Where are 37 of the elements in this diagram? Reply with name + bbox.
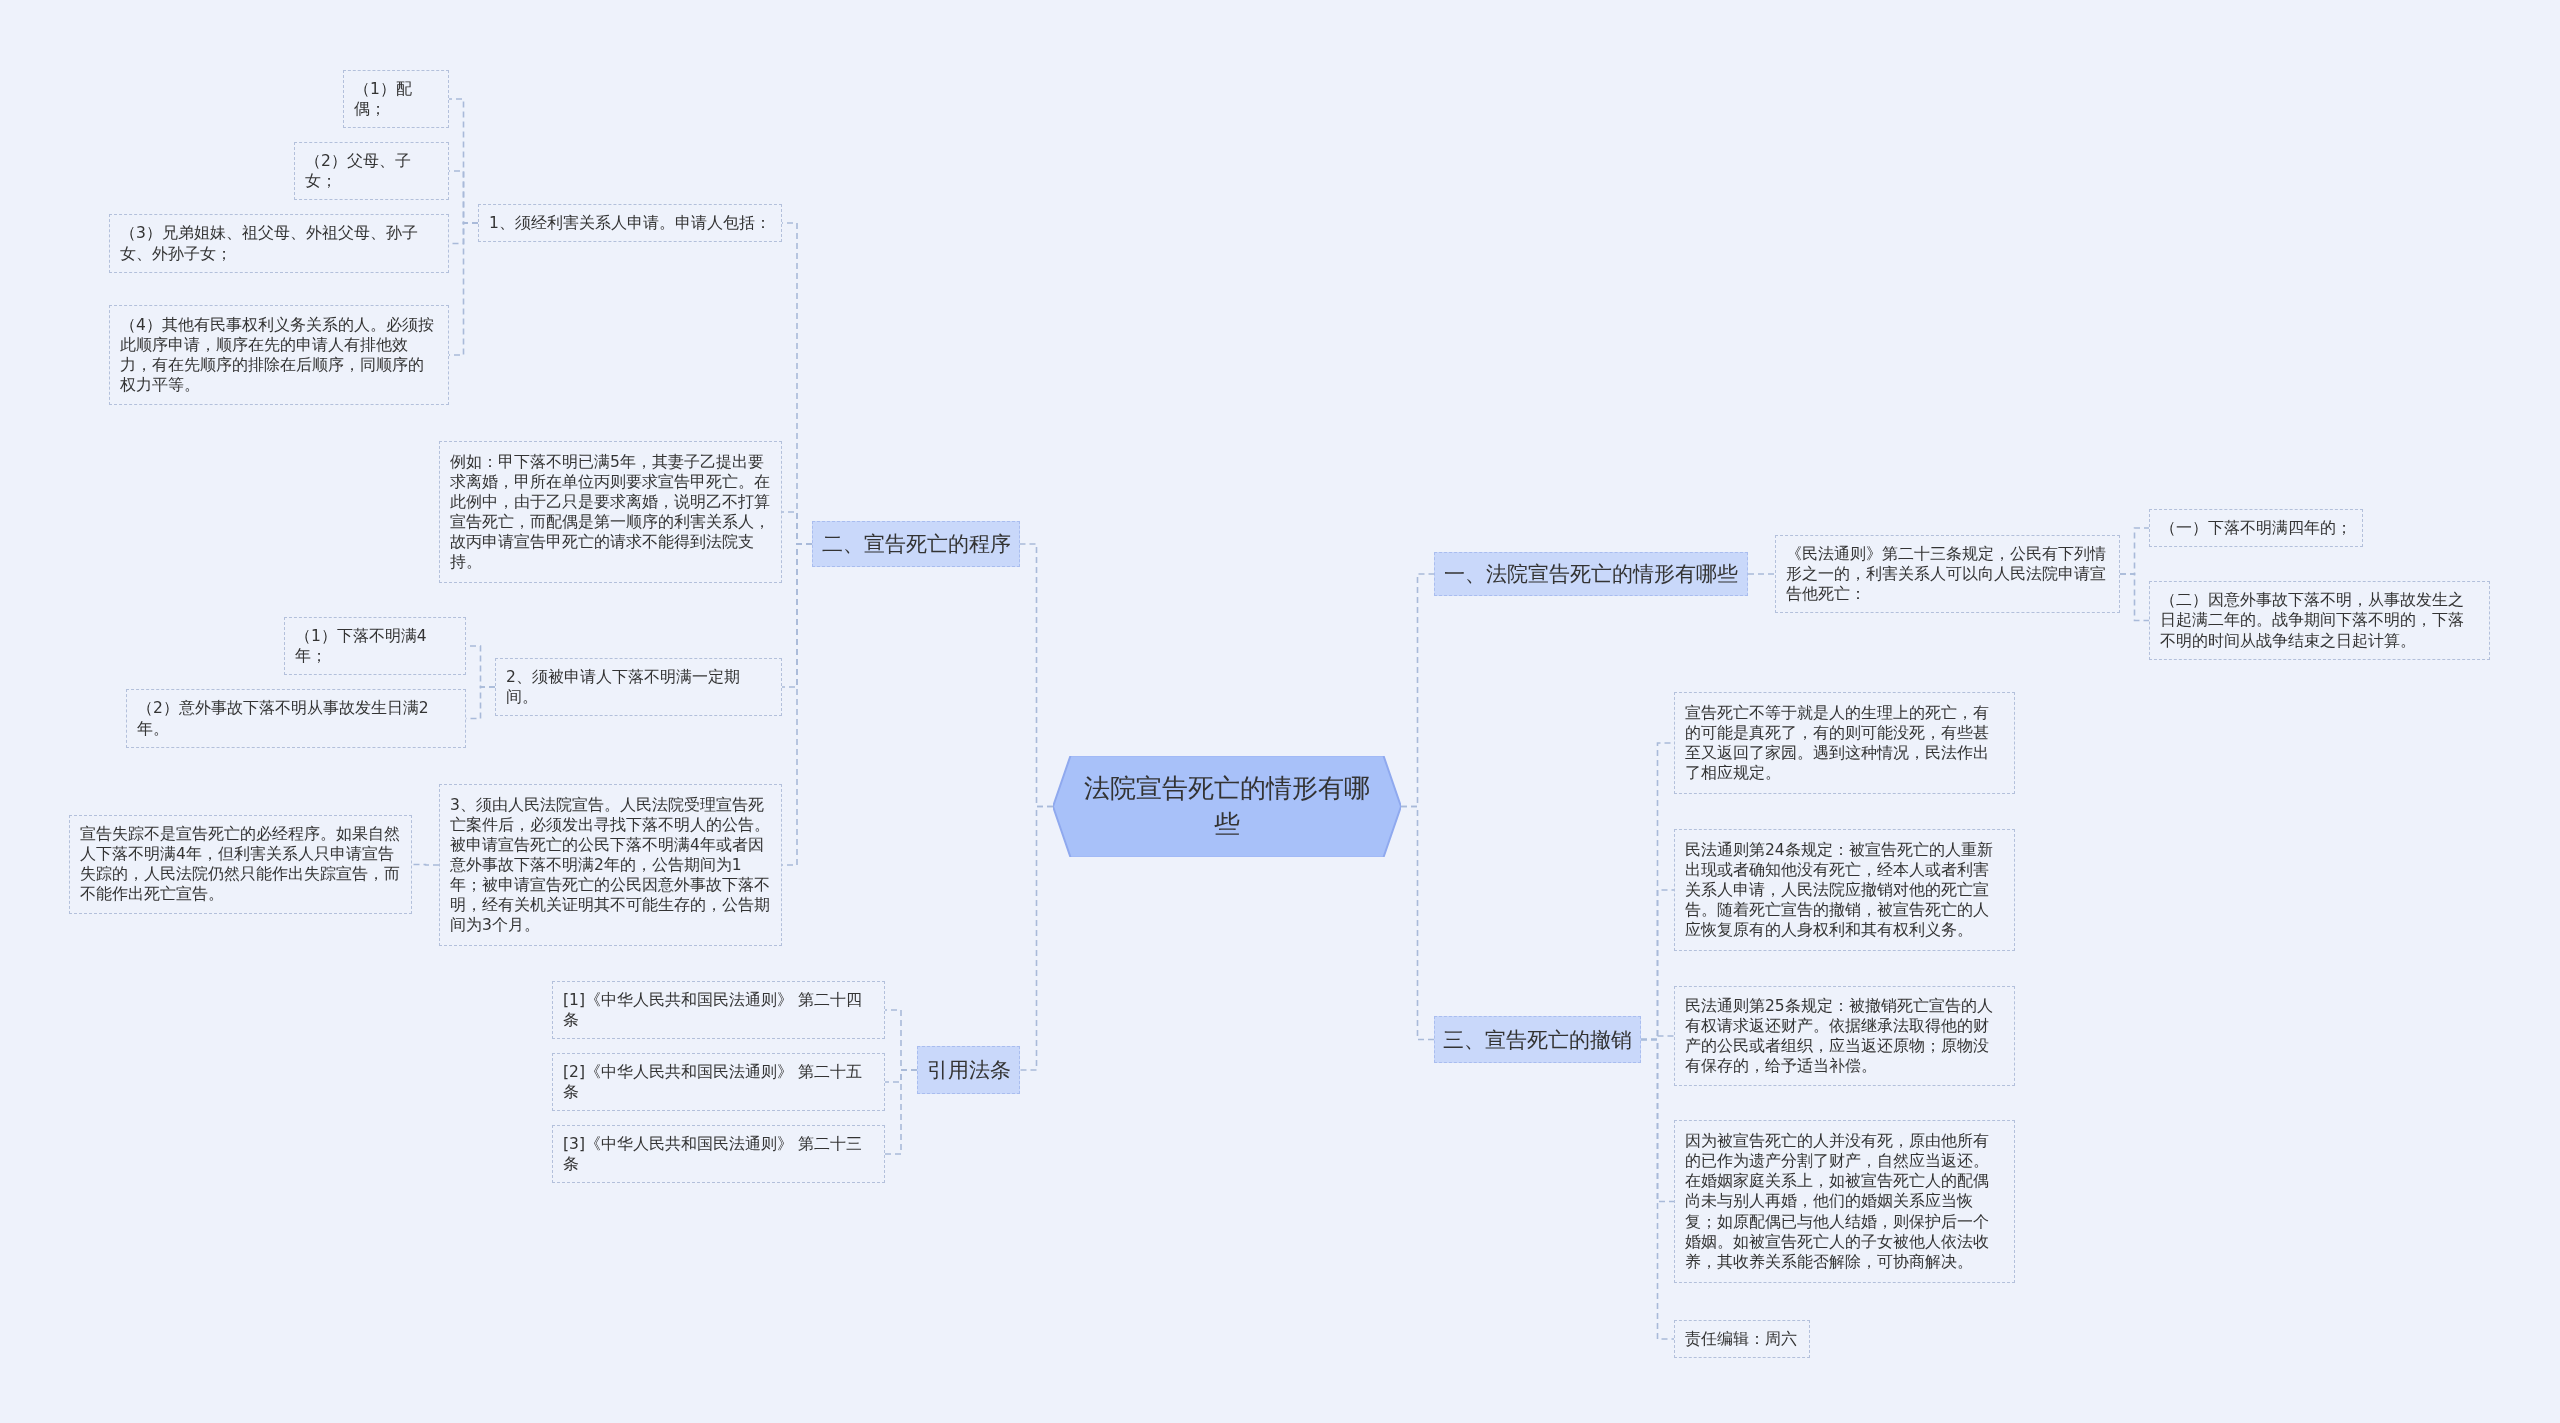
connector-line — [1400, 805, 1435, 1041]
connector-line — [448, 222, 479, 356]
subtopic-box: 因为被宣告死亡的人并没有死，原由他所有的已作为遗产分割了财产，自然应当返还。在婚姻家庭关系上，如被宣告死亡人的配偶尚未与别人再婚，他们的婚姻关系应当恢复；如原配偶已与他人结婚，则保护后一个婚姻。如被宣告死亡人的子女被他人依法收养，其收养关系能否解除，可协商解决。 — [1674, 1120, 2015, 1283]
subtopic-box: 例如：甲下落不明已满5年，其妻子乙提出要求离婚，甲所在单位丙则要求宣告甲死亡。在此例中，由于乙只是要求离婚，说明乙不打算宣告死亡，而配偶是第一顺序的利害关系人，故丙申请宣告甲死亡的请求不能得到法院支持。 — [439, 441, 782, 583]
connector-line — [1747, 573, 1776, 575]
subtopic-box: 宣告死亡不等于就是人的生理上的死亡，有的可能是真死了，有的则可能没死，有些甚至又返回了家园。遇到这种情况，民法作出了相应规定。 — [1674, 692, 2015, 794]
connector-line — [465, 686, 496, 720]
subtopic-box: （2）父母、子女； — [294, 142, 449, 201]
subtopic-box: 3、须由人民法院宣告。人民法院受理宣告死亡案件后，必须发出寻找下落不明人的公告。被申请宣告死亡的公民下落不明满4年或者因意外事故下落不明满2年的，公告期间为1年；被申请宣告死亡的公民因意外事故下落不明，经有关机关证明其不可能生存的，公告期间为3个月。 — [439, 784, 782, 946]
subtopic-box: [1]《中华人民共和国民法通则》 第二十四条 — [552, 981, 885, 1040]
connector-line — [1019, 805, 1054, 1071]
subtopic-box: 宣告失踪不是宣告死亡的必经程序。如果自然人下落不明满4年，但利害关系人只申请宣告失踪的，人民法院仍然只能作出失踪宣告，而不能作出死亡宣告。 — [69, 815, 412, 914]
subtopic-box: （二）因意外事故下落不明，从事故发生之日起满二年的。战争期间下落不明的，下落不明的时间从战争结束之日起计算。 — [2149, 581, 2490, 660]
subtopic-box: 《民法通则》第二十三条规定，公民有下列情形之一的，利害关系人可以向人民法院申请宣告他死亡： — [1775, 535, 2120, 614]
subtopic-box: 1、须经利害关系人申请。申请人包括： — [478, 204, 782, 243]
subtopic-box: 责任编辑：周六 — [1674, 1320, 1810, 1359]
topic-box: 二、宣告死亡的程序 — [812, 521, 1020, 567]
subtopic-box: （1）下落不明满4年； — [284, 617, 466, 676]
subtopic-box: （1）配偶； — [343, 70, 449, 129]
topic-box: 一、法院宣告死亡的情形有哪些 — [1434, 552, 1748, 596]
connector-line — [2119, 573, 2150, 622]
connector-line — [1640, 1038, 1675, 1340]
connector-line — [411, 863, 440, 866]
connector-line — [781, 543, 813, 866]
subtopic-box: （4）其他有民事权利义务关系的人。必须按此顺序申请，顺序在先的申请人有排他效力，有在先顺序的排除在后顺序，同顺序的权力平等。 — [109, 305, 449, 405]
topic-box: 引用法条 — [917, 1046, 1020, 1094]
subtopic-box: （3）兄弟姐妹、祖父母、外祖父母、孙子女、外孙子女； — [109, 214, 449, 273]
central-topic-hexagon: 法院宣告死亡的情形有哪些 — [1053, 756, 1401, 857]
subtopic-box: 民法通则第24条规定：被宣告死亡的人重新出现或者确知他没有死亡，经本人或者利害关系人申请，人民法院应撤销对他的死亡宣告。随着死亡宣告的撤销，被宣告死亡的人应恢复原有的人身权利和其有权利义务。 — [1674, 829, 2015, 951]
connector-line — [884, 1069, 918, 1155]
subtopic-box: （2）意外事故下落不明从事故发生日满2年。 — [126, 689, 466, 748]
subtopic-box: （一）下落不明满四年的； — [2149, 509, 2363, 548]
subtopic-box: 2、须被申请人下落不明满一定期间。 — [495, 658, 782, 717]
subtopic-box: [2]《中华人民共和国民法通则》 第二十五条 — [552, 1053, 885, 1112]
subtopic-box: 民法通则第25条规定：被撤销死亡宣告的人有权请求返还财产。依据继承法取得他的财产的公民或者组织，应当返还原物；原物没有保存的，给予适当补偿。 — [1674, 986, 2015, 1086]
subtopic-box: [3]《中华人民共和国民法通则》 第二十三条 — [552, 1125, 885, 1184]
topic-box: 三、宣告死亡的撤销 — [1434, 1016, 1641, 1063]
